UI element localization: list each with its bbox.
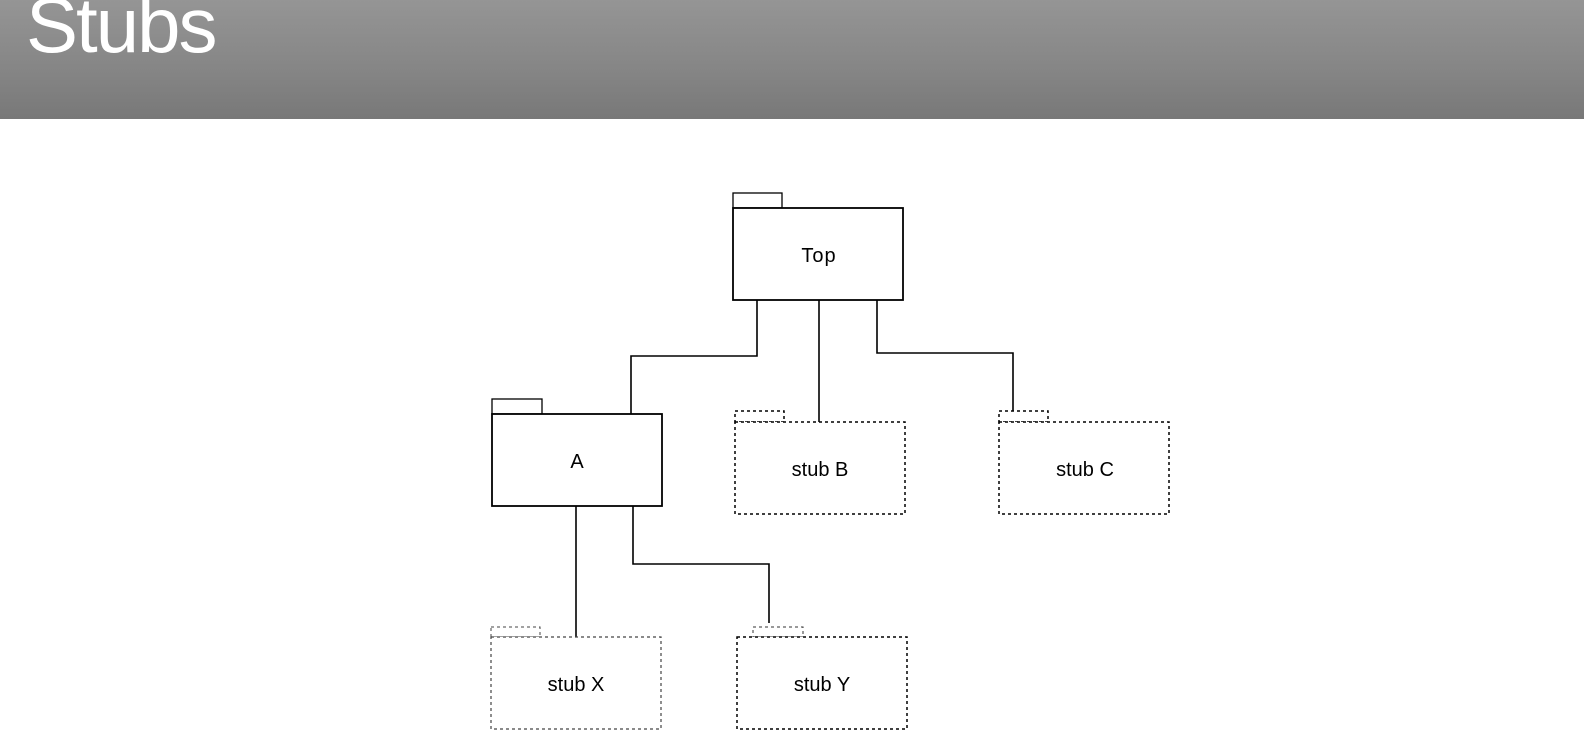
header-banner: Stubs bbox=[0, 0, 1584, 119]
connectors bbox=[575, 300, 1014, 637]
page-title: Stubs bbox=[26, 0, 217, 69]
edge-top-to-stub-c bbox=[876, 300, 1014, 414]
package-body bbox=[998, 421, 1170, 515]
package-label: A bbox=[570, 451, 584, 473]
package-tab bbox=[491, 398, 543, 415]
package-tab bbox=[734, 410, 785, 423]
package-body bbox=[491, 413, 663, 507]
package-body bbox=[736, 636, 908, 730]
package-body bbox=[490, 636, 662, 730]
package-tab bbox=[998, 410, 1049, 423]
package-a[interactable]: A bbox=[491, 398, 663, 507]
package-label: stub X bbox=[548, 674, 605, 696]
edge-a-to-stub-y bbox=[632, 506, 770, 623]
package-stub-b[interactable]: stub B bbox=[734, 410, 906, 515]
package-body bbox=[734, 421, 906, 515]
package-stub-c[interactable]: stub C bbox=[998, 410, 1170, 515]
edge-top-to-a bbox=[630, 300, 758, 414]
package-top[interactable]: Top bbox=[732, 192, 904, 301]
package-label: stub C bbox=[1056, 459, 1114, 481]
package-tab bbox=[490, 626, 541, 638]
package-tab bbox=[732, 192, 783, 209]
package-stub-x[interactable]: stub X bbox=[490, 626, 662, 730]
package-body bbox=[732, 207, 904, 301]
package-stub-y[interactable]: stub Y bbox=[736, 626, 908, 730]
package-tab bbox=[752, 626, 804, 638]
package-label: stub B bbox=[792, 459, 849, 481]
package-label: stub Y bbox=[794, 674, 850, 696]
package-label: Top bbox=[801, 245, 836, 267]
